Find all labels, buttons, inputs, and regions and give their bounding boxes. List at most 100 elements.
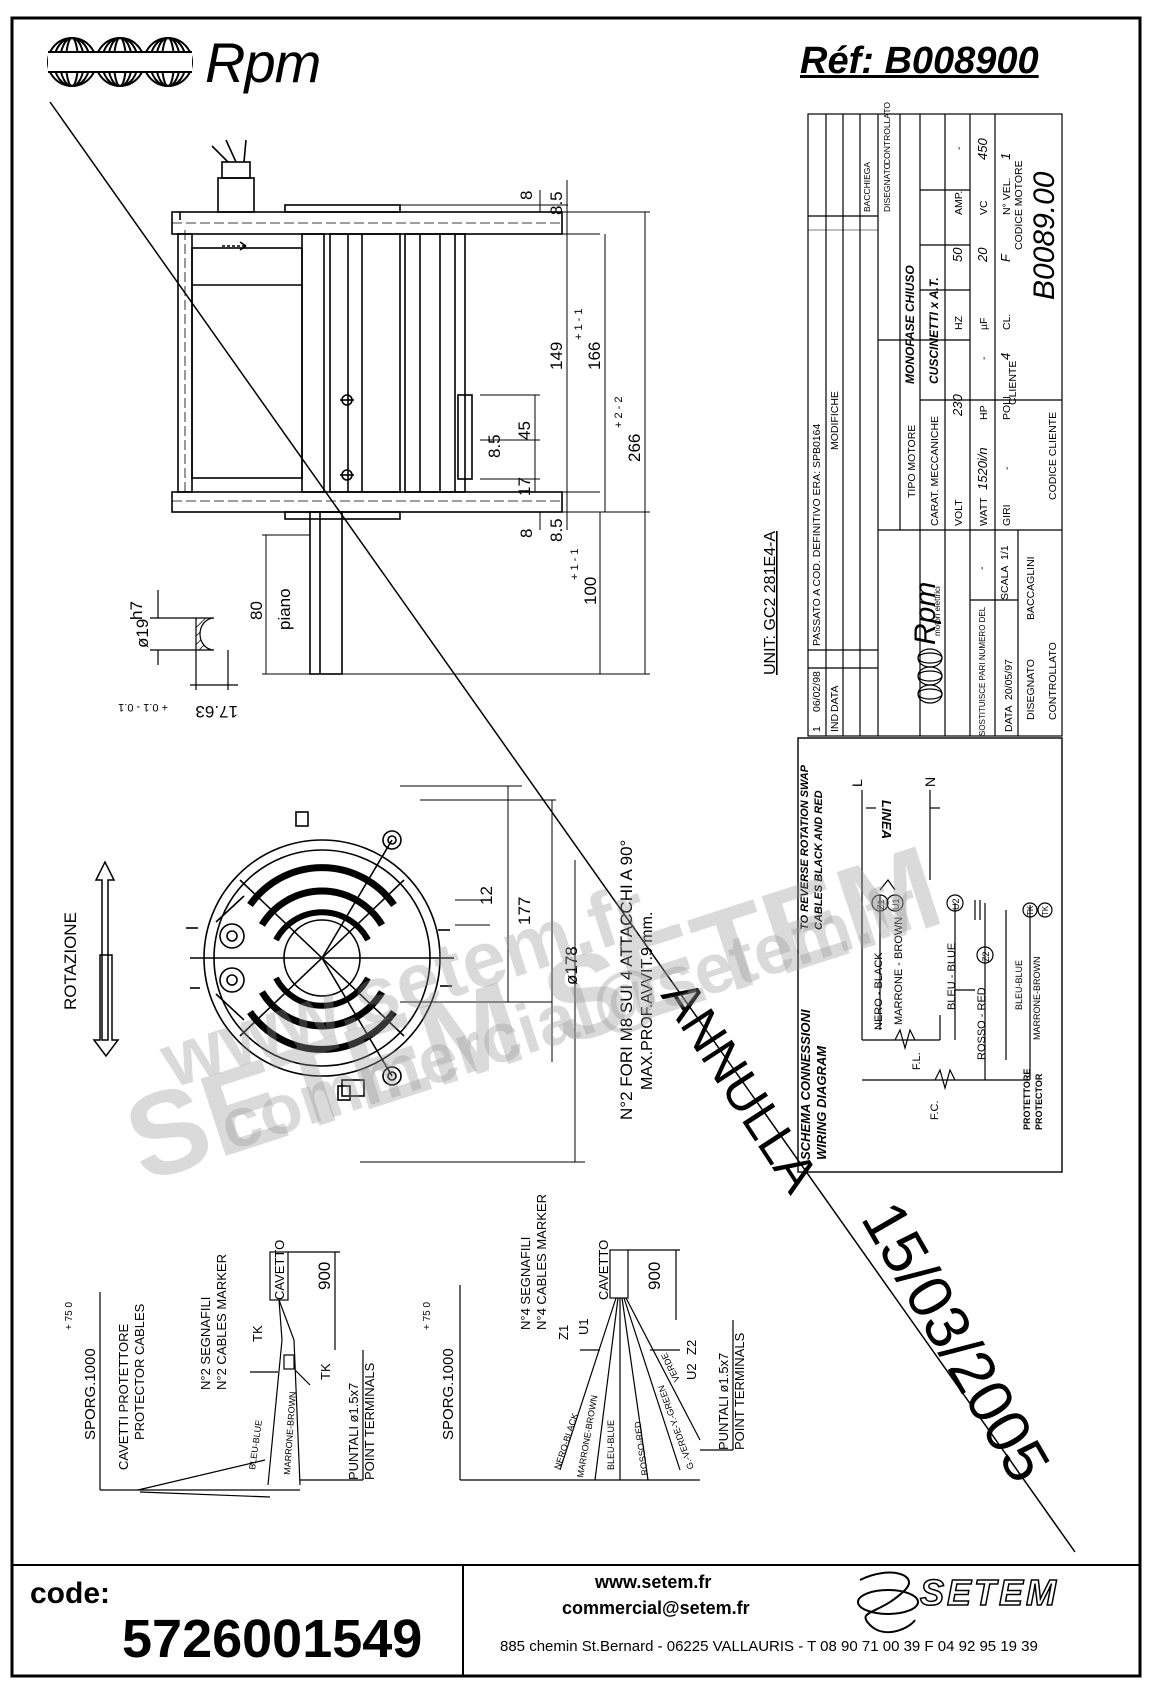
cl-len: 900 <box>315 1262 334 1290</box>
hz-label: HZ <box>953 315 965 330</box>
dim-17: 17 <box>515 477 534 496</box>
rev-date: 06/02/98 <box>811 671 823 712</box>
sostituisce: SOSTITUISCE PARI NUMERO DEL <box>978 606 987 736</box>
scala: 1/1 <box>999 545 1011 560</box>
wiring-note1: TO REVERSE ROTATION SWAP <box>799 764 811 930</box>
disegnato-label: DISEGNATO <box>1025 659 1037 720</box>
footer-email-link[interactable]: commercial@setem.fr <box>562 1598 750 1618</box>
dim-266: 266 <box>625 434 644 462</box>
codice-motore: B0089.00 <box>1028 171 1061 300</box>
giri-label: GIRI <box>1001 504 1013 526</box>
cl-puntali-it: PUNTALI ø1.5x7 <box>346 1383 361 1480</box>
vc-label: VC <box>978 200 990 215</box>
side-view-dimensions <box>262 180 650 675</box>
front-view-dim-text: ROTAZIONE 12 177 ø178 N°2 FORI M8 SUI 4 … <box>61 840 656 1120</box>
hp-label: HP <box>978 405 990 420</box>
cl-sporg: SPORG.1000 <box>82 1348 99 1440</box>
col-disegnato: DISEGNATO <box>882 162 892 212</box>
protector: PROTECTOR <box>1034 1073 1044 1130</box>
linea-label: LINEA <box>879 800 894 839</box>
controllato-label: CONTROLLATO <box>1047 642 1059 720</box>
vel-label: N° VEL. <box>1001 178 1013 215</box>
col-ind: IND <box>829 714 841 733</box>
term-u1: U1 <box>891 898 901 910</box>
dim-266-tol: + 2 - 2 <box>613 397 625 429</box>
annulla-date: 15/03/2005 <box>848 1191 1063 1494</box>
wiring-title-en: WIRING DIAGRAM <box>814 1045 829 1160</box>
wiring-note2: CABLES BLACK AND RED <box>813 790 825 930</box>
rpm-coil-logo <box>47 37 193 87</box>
disegnato: BACCAGLINI <box>1025 556 1037 620</box>
cr-w-rosso: ROSSO-RED <box>632 1420 650 1476</box>
wiring-diagram-frame <box>797 737 1063 1173</box>
wiring-schematic <box>861 790 1053 1091</box>
watt-label: WATT <box>978 497 990 526</box>
dim-149: 149 <box>547 342 566 370</box>
cr-cavetto: CAVETTO <box>596 1240 611 1300</box>
wire-marrone: MARRONE - BROWN <box>893 917 905 1025</box>
cl: F <box>998 253 1013 262</box>
cr-z1: Z1 <box>556 1325 571 1340</box>
cl-w-marrone: MARRONE-BROWN <box>282 1391 298 1475</box>
shaft-17-tol: + 0.1 - 0.1 <box>118 701 168 713</box>
carat-label: CARAT. MECCANICHE <box>929 416 941 526</box>
rev-ind: 1 <box>811 726 823 732</box>
rotation-arrows <box>92 860 120 1058</box>
cl-cavetto: CAVETTO <box>272 1240 287 1300</box>
cl-segn-it: N°2 SEGNAFILI <box>198 1297 213 1390</box>
poli: 4 <box>998 353 1013 360</box>
cl-sporg-tol: + 75 0 <box>64 1301 75 1330</box>
cable-left-drawing <box>99 1251 364 1498</box>
vel: 1 <box>998 153 1013 160</box>
amp: - <box>953 146 965 150</box>
rotation-label: ROTAZIONE <box>61 912 80 1010</box>
holes-depth: MAX.PROF.AVVIT.9 mm. <box>639 912 656 1090</box>
wire-fc: F.C. <box>929 1100 941 1120</box>
wire-nero: NERO - BLACK <box>873 952 885 1030</box>
shaft-dim-text: ø19 h7 17.63 + 0.1 - 0.1 <box>118 601 238 721</box>
cancel-diagonal <box>49 101 1076 1553</box>
shaft-fit: h7 <box>127 601 146 620</box>
cl-label: CL. <box>1001 314 1013 330</box>
cr-u1: U1 <box>576 1318 591 1335</box>
volt: 230 <box>950 394 965 417</box>
motor-front-view <box>186 811 454 1101</box>
brand-name: Rpm <box>205 31 321 94</box>
title-block-grid <box>807 113 1063 737</box>
cable-right-drawing <box>459 1249 734 1481</box>
cr-u2: U2 <box>684 1363 699 1380</box>
giri: - <box>1001 466 1013 470</box>
footer-web-link[interactable]: www.setem.fr <box>595 1572 712 1592</box>
shaft-17-63: 17.63 <box>195 702 238 721</box>
protettore: PROTETTORE <box>1022 1069 1032 1130</box>
prot-marrone: MARRONE-BROWN <box>1032 957 1042 1041</box>
term-u2: U2 <box>951 898 961 910</box>
reference-number: Réf: B008900 <box>800 40 1039 82</box>
cr-segn-en: N°4 CABLES MARKER <box>534 1194 549 1330</box>
cr-w-marrone: MARRONE-BROWN <box>575 1394 599 1478</box>
term-tk1: TK <box>1026 905 1035 916</box>
cr-z2: Z2 <box>684 1340 699 1355</box>
sheet-border <box>10 16 1142 1678</box>
cr-sporg: SPORG.1000 <box>440 1348 457 1440</box>
dim-8-5-top: 8.5 <box>547 191 566 215</box>
cr-segn-it: N°4 SEGNAFILI <box>518 1237 533 1330</box>
codice-cliente-label: CODICE CLIENTE <box>1047 412 1059 500</box>
wire-bleu: BLEU - BLUE <box>946 943 958 1010</box>
dim-166-tol: + 1 - 1 <box>573 309 585 341</box>
dim-45: 45 <box>515 421 534 440</box>
cl-tk: TK <box>250 1325 265 1342</box>
shaft-flat: piano <box>275 588 294 630</box>
dim-100: 100 <box>581 577 600 605</box>
term-z2: Z2 <box>981 951 991 962</box>
uf-label: µF <box>978 318 990 330</box>
cl-prot-it: CAVETTI PROTETTORE <box>116 1324 131 1470</box>
wiring-text: SCHEMA CONNESSIONI WIRING DIAGRAM TO REV… <box>798 764 1050 1160</box>
dim-12: 12 <box>477 886 496 905</box>
scala-label: SCALA <box>999 566 1011 600</box>
logo-sub: motori elettrici <box>933 586 942 636</box>
footer-address: 885 chemin St.Bernard - 06225 VALLAURIS … <box>500 1638 1038 1655</box>
cr-w-bleu: BLEU-BLUE <box>606 1420 616 1470</box>
